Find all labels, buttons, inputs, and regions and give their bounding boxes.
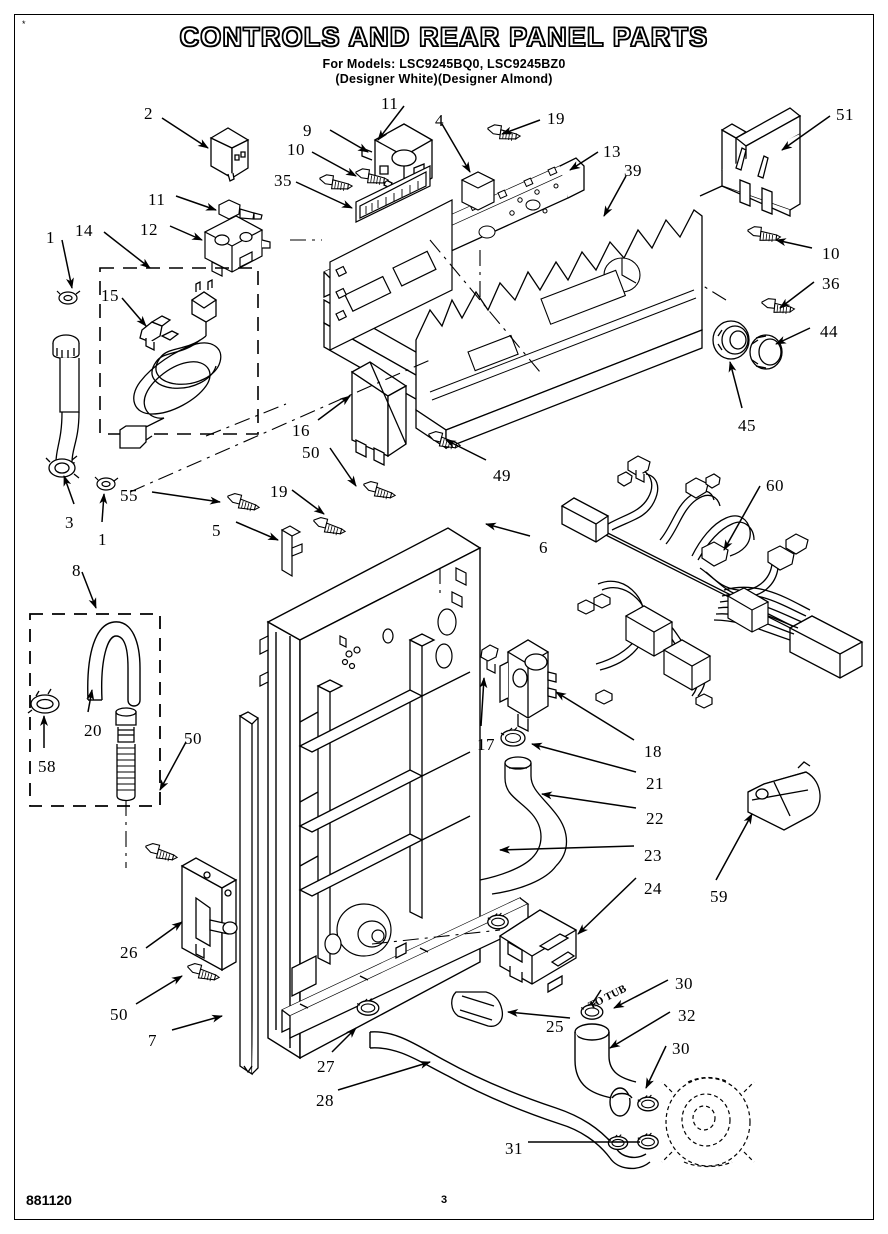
callout-19b: 19 (270, 482, 288, 501)
callout-45: 45 (738, 416, 756, 435)
callout-13: 13 (603, 142, 621, 161)
callout-28: 28 (316, 1091, 334, 1110)
callout-26: 26 (120, 943, 138, 962)
callout-31: 31 (505, 1139, 523, 1158)
callout-9: 9 (303, 121, 312, 140)
callout-30: 30 (675, 974, 693, 993)
callout-11: 11 (148, 190, 166, 209)
callout-58: 58 (38, 757, 56, 776)
callout-59: 59 (710, 887, 728, 906)
callout-44: 44 (820, 322, 838, 341)
colors-line: (Designer White)(Designer Almond) (335, 72, 553, 86)
corner-mark: * (22, 19, 26, 29)
callout-8: 8 (72, 561, 81, 580)
callout-11b: 11 (381, 94, 399, 113)
models-line: For Models: LSC9245BQ0, LSC9245BZ0 (322, 57, 566, 71)
callout-27: 27 (317, 1057, 335, 1076)
callout-14: 14 (75, 221, 93, 240)
callout-21: 21 (646, 774, 664, 793)
callout-22: 22 (646, 809, 664, 828)
callout-36: 36 (822, 274, 840, 293)
callout-12: 12 (140, 220, 158, 239)
callout-51: 51 (836, 105, 854, 124)
callout-23: 23 (644, 846, 662, 865)
callout-16: 16 (292, 421, 310, 440)
title-block: CONTROLS AND REAR PANEL PARTS For Models… (0, 21, 888, 86)
callout-55: 55 (120, 486, 138, 505)
callout-50c: 50 (110, 1005, 128, 1024)
footer-page-number: 3 (440, 1194, 448, 1206)
callout-4: 4 (435, 111, 444, 130)
callout-50b: 50 (184, 729, 202, 748)
page-title: CONTROLS AND REAR PANEL PARTS (179, 21, 709, 52)
callout-32: 32 (678, 1006, 696, 1025)
callout-7: 7 (148, 1031, 157, 1050)
callout-15: 15 (101, 286, 119, 305)
callout-1b: 1 (98, 530, 107, 549)
callout-10: 10 (287, 140, 305, 159)
callout-1: 1 (46, 228, 55, 247)
callout-24: 24 (644, 879, 662, 898)
page-border (14, 14, 874, 1220)
callout-17: 17 (477, 735, 495, 754)
callout-20: 20 (84, 721, 102, 740)
callout-10b: 10 (822, 244, 840, 263)
callout-3: 3 (65, 513, 74, 532)
footer-code: 881120 (26, 1192, 72, 1208)
callout-19: 19 (547, 109, 565, 128)
callout-30b: 30 (672, 1039, 690, 1058)
callout-60: 60 (766, 476, 784, 495)
callout-25: 25 (546, 1017, 564, 1036)
callout-35: 35 (274, 171, 292, 190)
callout-6: 6 (539, 538, 548, 557)
callout-50: 50 (302, 443, 320, 462)
callout-18: 18 (644, 742, 662, 761)
callout-49: 49 (493, 466, 511, 485)
callout-5: 5 (212, 521, 221, 540)
callout-39: 39 (624, 161, 642, 180)
callout-2: 2 (144, 104, 153, 123)
